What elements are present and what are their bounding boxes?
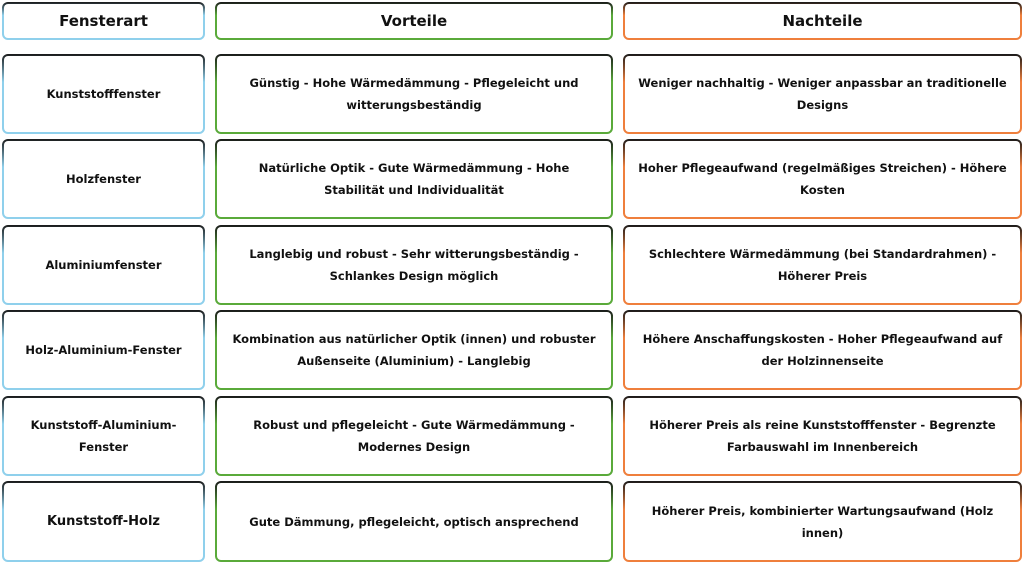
pros-cell: Günstig - Hohe Wärmedämmung - Pflegeleic… [215, 54, 613, 134]
cons-cell: Höhere Anschaffungskosten - Hoher Pflege… [623, 310, 1022, 390]
window-type-cell-text: Kunststoff-Aluminium-Fenster [30, 418, 177, 454]
pros-cell: Gute Dämmung, pflegeleicht, optisch ansp… [215, 481, 613, 562]
pros-cell-text: Kombination aus natürlicher Optik (innen… [232, 332, 596, 368]
window-type-cell-text: Kunststofffenster [46, 87, 161, 101]
cons-cell: Hoher Pflegeaufwand (regelmäßiges Streic… [623, 139, 1022, 219]
pros-cell: Robust und pflegeleicht - Gute Wärmedämm… [215, 396, 613, 476]
pros-cell: Kombination aus natürlicher Optik (innen… [215, 310, 613, 390]
window-type-cell-text: Aluminiumfenster [45, 258, 162, 272]
window-type-cell: Kunststoff-Holz [2, 481, 205, 562]
window-type-cell-text: Holz-Aluminium-Fenster [25, 343, 182, 357]
cons-cell: Höherer Preis als reine Kunststofffenste… [623, 396, 1022, 476]
pros-cell-text: Robust und pflegeleicht - Gute Wärmedämm… [253, 418, 575, 454]
header-label: Fensterart [59, 12, 148, 30]
cons-cell-text: Schlechtere Wärmedämmung (bei Standardra… [648, 247, 997, 283]
header-label: Vorteile [380, 12, 448, 30]
header-nachteile: Nachteile [623, 2, 1022, 40]
cons-cell-text: Höherer Preis als reine Kunststofffenste… [649, 418, 996, 454]
pros-cell-text: Langlebig und robust - Sehr witterungsbe… [249, 247, 579, 283]
header-fensterart: Fensterart [2, 2, 205, 40]
pros-cell-text: Natürliche Optik - Gute Wärmedämmung - H… [258, 161, 570, 197]
cons-cell: Weniger nachhaltig - Weniger anpassbar a… [623, 54, 1022, 134]
cons-cell-text: Weniger nachhaltig - Weniger anpassbar a… [638, 76, 1007, 112]
cons-cell-text: Höhere Anschaffungskosten - Hoher Pflege… [642, 332, 1003, 368]
header-vorteile: Vorteile [215, 2, 613, 40]
window-type-cell: Kunststoff-Aluminium-Fenster [2, 396, 205, 476]
header-label: Nachteile [782, 12, 863, 30]
window-type-cell: Aluminiumfenster [2, 225, 205, 305]
window-type-cell: Holz-Aluminium-Fenster [2, 310, 205, 390]
window-type-cell-text: Kunststoff-Holz [47, 513, 160, 529]
pros-cell: Langlebig und robust - Sehr witterungsbe… [215, 225, 613, 305]
window-type-cell: Kunststofffenster [2, 54, 205, 134]
pros-cell-text: Gute Dämmung, pflegeleicht, optisch ansp… [249, 514, 579, 529]
pros-cell-text: Günstig - Hohe Wärmedämmung - Pflegeleic… [249, 76, 579, 112]
pros-cell: Natürliche Optik - Gute Wärmedämmung - H… [215, 139, 613, 219]
cons-cell-text: Höherer Preis, kombinierter Wartungsaufw… [651, 503, 994, 540]
cons-cell: Schlechtere Wärmedämmung (bei Standardra… [623, 225, 1022, 305]
cons-cell: Höherer Preis, kombinierter Wartungsaufw… [623, 481, 1022, 562]
window-type-cell: Holzfenster [2, 139, 205, 219]
window-type-cell-text: Holzfenster [66, 172, 141, 186]
cons-cell-text: Hoher Pflegeaufwand (regelmäßiges Streic… [638, 161, 1007, 197]
